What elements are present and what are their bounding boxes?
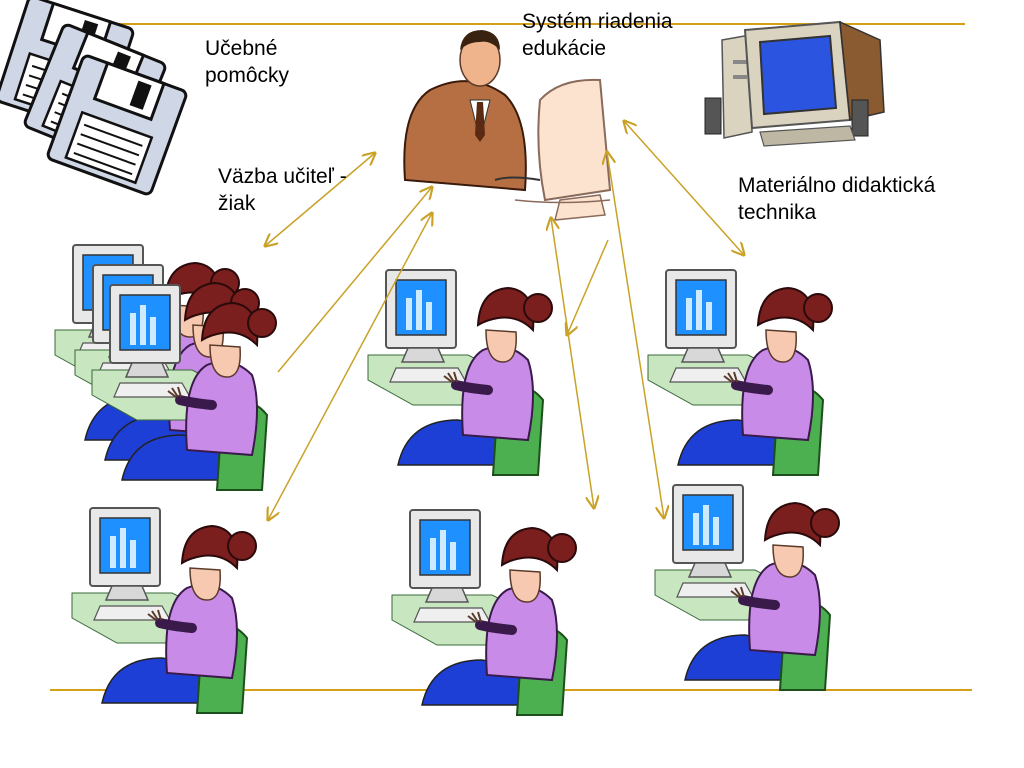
connection-arrows bbox=[265, 121, 744, 520]
label-vazba-ucitel-ziak: Väzba učiteľ - žiak bbox=[218, 165, 347, 215]
student-at-computer-icon bbox=[392, 510, 576, 715]
student-at-computer-icon bbox=[368, 270, 552, 475]
label-system-riadenia: Systém riadenia edukácie bbox=[522, 10, 673, 60]
arrow-teacher-student-bottom-left bbox=[268, 213, 432, 520]
desktop-computer-icon bbox=[704, 20, 885, 147]
arrow-teacher-student-bottom-right bbox=[607, 152, 664, 518]
arrow-teacher-student-middle bbox=[567, 239, 609, 335]
student-at-computer-icon bbox=[72, 508, 256, 713]
arrow-teacher-student-bottom-middle bbox=[551, 218, 594, 508]
floppy-disks-icon bbox=[0, 0, 189, 197]
teacher-at-computer-icon bbox=[403, 30, 612, 221]
label-materialno-didakticka: Materiálno didaktická technika bbox=[738, 174, 936, 224]
student-at-computer-icon bbox=[655, 485, 839, 690]
arrow-teacher-equipment bbox=[624, 121, 744, 255]
label-ucebne-pomocky: Učebné pomôcky bbox=[205, 37, 290, 87]
student-at-computer-icon bbox=[648, 270, 832, 475]
